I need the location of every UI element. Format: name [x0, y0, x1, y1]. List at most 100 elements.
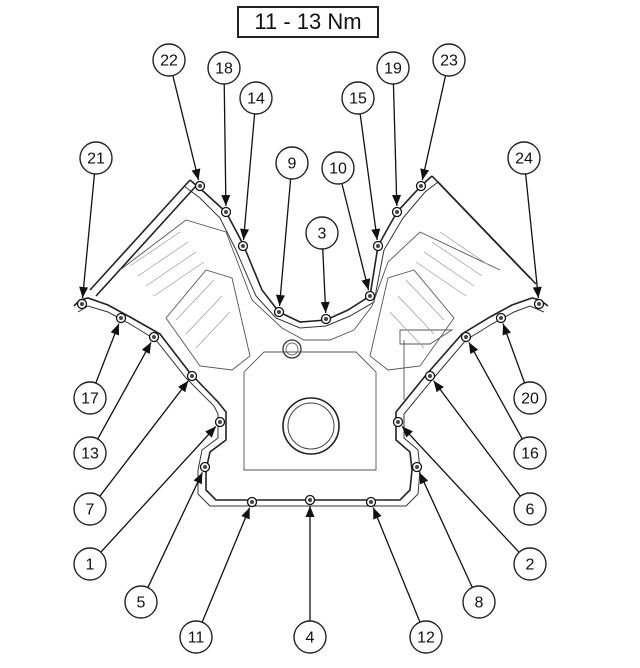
callout-number: 7 [86, 502, 95, 519]
bolt-15 [372, 240, 384, 252]
callout-13: 13 [73, 436, 107, 470]
callout-number: 20 [521, 391, 539, 408]
callout-17: 17 [73, 381, 107, 415]
callout-11: 11 [179, 620, 213, 654]
arrowhead-13 [141, 342, 152, 355]
bolt-19 [391, 206, 403, 218]
callout-number: 2 [526, 557, 535, 574]
callout-23: 23 [432, 43, 466, 77]
crankshaft-seal-bore [282, 397, 340, 455]
callout-6: 6 [513, 492, 547, 526]
arrowhead-8 [419, 472, 429, 485]
callout-circle [513, 381, 547, 415]
bolt-6 [424, 370, 436, 382]
callout-circle [73, 547, 107, 581]
bolt-9 [273, 306, 285, 318]
leader-line-7 [99, 380, 189, 497]
arrowhead-7 [178, 380, 189, 393]
callout-circle [376, 51, 410, 85]
leader-line-8 [418, 472, 473, 588]
arrowhead-3 [320, 301, 330, 314]
leader-lines [79, 75, 542, 623]
arrowhead-5 [193, 472, 203, 485]
callout-2: 2 [513, 547, 547, 581]
leader-line-1 [100, 425, 217, 553]
callout-circle [275, 146, 309, 180]
callout-20: 20 [513, 381, 547, 415]
callout-15: 15 [341, 81, 375, 115]
bolt-1 [214, 416, 226, 428]
torque-spec-box: 11 - 13 Nm [237, 6, 379, 38]
callout-circle [507, 141, 541, 175]
bolt-14 [237, 240, 249, 252]
leader-line-14 [242, 113, 256, 241]
callout-number: 13 [81, 446, 99, 463]
callout-number: 4 [306, 630, 315, 647]
callout-circle [513, 492, 547, 526]
callout-circle [239, 81, 273, 115]
leader-line-10 [341, 183, 370, 291]
callout-9: 9 [275, 146, 309, 180]
callout-number: 14 [247, 91, 265, 108]
callout-3: 3 [305, 216, 339, 250]
callout-number: 11 [188, 630, 205, 647]
callout-circle [513, 436, 547, 470]
arrowhead-9 [275, 294, 285, 307]
callout-number: 18 [215, 61, 233, 78]
callout-number: 6 [526, 502, 535, 519]
arrowhead-17 [110, 323, 120, 336]
callout-14: 14 [239, 81, 273, 115]
leader-line-2 [401, 425, 520, 553]
callout-18: 18 [207, 51, 241, 85]
callout-8: 8 [462, 585, 496, 619]
bolt-23 [415, 180, 427, 192]
callout-number: 24 [515, 151, 533, 168]
bolt-11 [246, 496, 258, 508]
leader-line-21 [81, 173, 96, 299]
callout-number: 17 [81, 391, 99, 408]
bolt-2 [392, 416, 404, 428]
bolt-markers [76, 180, 545, 508]
callout-number: 19 [384, 61, 402, 78]
bolt-21 [76, 298, 88, 310]
leader-line-15 [359, 113, 378, 241]
arrowhead-21 [79, 286, 89, 299]
callout-5: 5 [124, 585, 158, 619]
bolt-4 [304, 494, 316, 506]
callout-circle [409, 620, 443, 654]
callout-circle [341, 81, 375, 115]
bolt-24 [533, 298, 545, 310]
leader-line-18 [223, 83, 227, 207]
arrowhead-2 [402, 426, 413, 438]
leader-line-6 [433, 380, 521, 497]
callout-number: 23 [440, 53, 458, 70]
arrowhead-15 [371, 228, 381, 241]
leader-line-11 [201, 507, 251, 623]
bolt-22 [194, 180, 206, 192]
leader-line-19 [392, 83, 398, 207]
callout-circle [462, 585, 496, 619]
leader-line-5 [147, 472, 204, 588]
callout-circle [432, 43, 466, 77]
bolt-17 [115, 312, 127, 324]
arrowhead-4 [305, 506, 315, 517]
bolt-20 [495, 312, 507, 324]
callout-number: 5 [137, 595, 146, 612]
leader-line-12 [372, 507, 421, 623]
arrowhead-20 [502, 323, 512, 336]
arrowhead-19 [392, 194, 402, 207]
callout-circle [73, 381, 107, 415]
callout-number: 3 [318, 226, 327, 243]
callout-circle [179, 620, 213, 654]
callout-circle [207, 51, 241, 85]
arrowhead-10 [361, 278, 371, 291]
arrowhead-12 [373, 507, 382, 520]
arrowhead-24 [532, 286, 542, 299]
callout-1: 1 [73, 547, 107, 581]
callout-circle [293, 620, 327, 654]
arrowhead-1 [205, 426, 216, 438]
callout-24: 24 [507, 141, 541, 175]
callout-number: 9 [288, 156, 297, 173]
sensor-hole-inner [285, 342, 299, 356]
